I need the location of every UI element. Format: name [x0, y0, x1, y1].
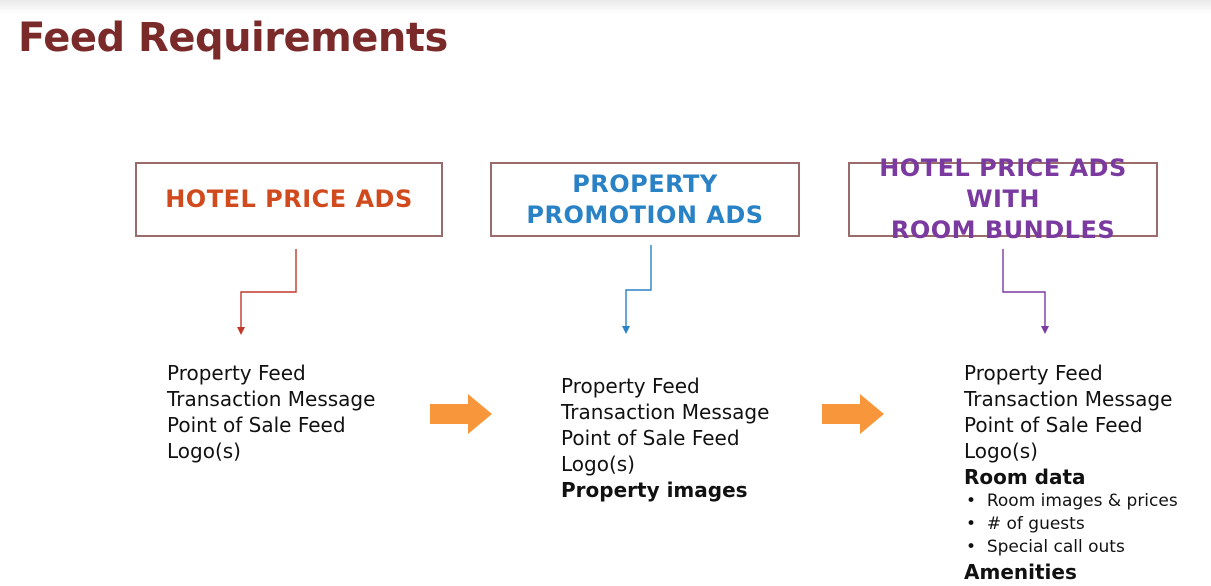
list-item-bold: Amenities	[964, 560, 1077, 584]
box-heading-line: ROOM BUNDLES	[890, 216, 1116, 244]
list-item: Logo(s)	[561, 452, 635, 476]
feed-list-promotion: Property Feed Transaction Message Point …	[561, 373, 769, 503]
elbow-connector-bundles	[1002, 249, 1049, 334]
list-item: Transaction Message	[964, 387, 1173, 411]
list-item: Property Feed	[964, 361, 1103, 385]
orange-arrow-icon	[430, 394, 492, 434]
list-item-bold: Room data	[964, 465, 1086, 489]
bullet-item: • # of guests	[966, 514, 1085, 534]
list-item: Transaction Message	[561, 400, 770, 424]
bullet-item: • Special call outs	[966, 537, 1125, 557]
arrowhead-icon	[1041, 326, 1049, 334]
bullet-item: • Room images & prices	[966, 491, 1178, 511]
list-item: Logo(s)	[964, 439, 1038, 463]
hotel-price-ads-box: HOTEL PRICE ADS	[135, 162, 443, 237]
room-bundles-box: HOTEL PRICE ADS WITH ROOM BUNDLES	[848, 154, 1158, 244]
top-bar	[0, 0, 1211, 14]
property-promotion-ads-box: PROPERTY PROMOTION ADS	[490, 162, 800, 237]
list-item: Logo(s)	[167, 439, 241, 463]
arrowhead-icon	[622, 326, 630, 334]
list-item: Point of Sale Feed	[561, 426, 740, 450]
elbow-connector-promotion	[622, 245, 652, 334]
orange-arrow-icon	[822, 394, 884, 434]
box-heading-line: PROPERTY	[572, 169, 718, 198]
list-item: Point of Sale Feed	[964, 413, 1143, 437]
bullet-text: # of guests	[986, 514, 1085, 534]
list-item: Transaction Message	[167, 387, 376, 411]
box-heading-line: HOTEL PRICE ADS WITH	[879, 154, 1127, 213]
box-heading-line: HOTEL PRICE ADS	[165, 185, 413, 213]
list-item: Property Feed	[561, 374, 700, 398]
bullet-text: Special call outs	[986, 537, 1125, 557]
box-heading-line: PROMOTION ADS	[526, 200, 764, 229]
arrowhead-icon	[237, 327, 245, 335]
list-item: Point of Sale Feed	[167, 413, 346, 437]
list-item: Property Feed	[167, 361, 306, 385]
list-item-bold: Property images	[561, 478, 748, 502]
bullet-text: Room images & prices	[986, 491, 1178, 511]
slide-title: Feed Requirements	[18, 15, 448, 61]
feed-list-hotel: Property Feed Transaction Message Point …	[167, 360, 375, 464]
elbow-connector-hotel	[237, 249, 297, 335]
feed-list-bundles: Property Feed Transaction Message Point …	[964, 360, 1178, 585]
